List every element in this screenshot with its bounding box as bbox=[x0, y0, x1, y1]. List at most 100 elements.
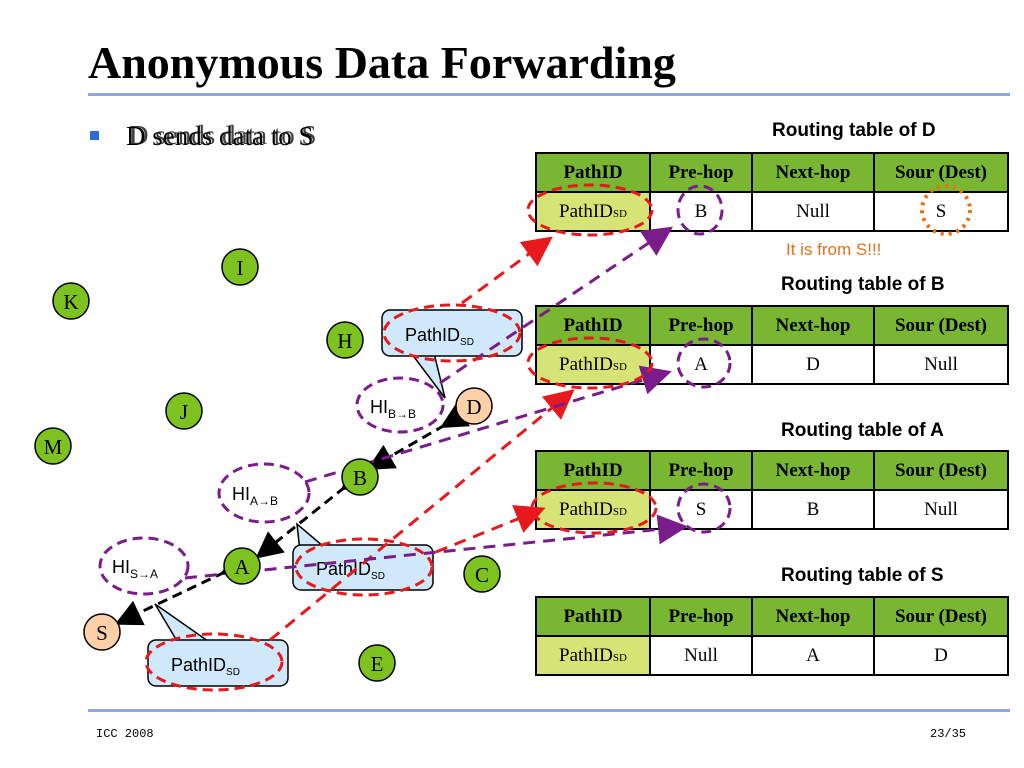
node-D: D bbox=[455, 387, 493, 425]
header-sour-dest: Sour (Dest) bbox=[873, 596, 1009, 637]
svg-text:M: M bbox=[44, 435, 63, 459]
cell-nexthop: Null bbox=[751, 191, 875, 232]
cell-prehop: Null bbox=[649, 635, 753, 676]
header-prehop: Pre-hop bbox=[649, 596, 753, 637]
svg-text:B: B bbox=[353, 466, 367, 490]
node-S: S bbox=[83, 613, 121, 651]
cell-sour-dest: D bbox=[873, 635, 1009, 676]
node-J: J bbox=[165, 392, 203, 430]
footer-conference: ICC 2008 bbox=[96, 727, 154, 741]
dotted-circle-sour bbox=[920, 184, 972, 236]
red-pathid-links bbox=[269, 236, 575, 642]
header-sour-dest: Sour (Dest) bbox=[873, 305, 1009, 346]
header-sour-dest: Sour (Dest) bbox=[873, 152, 1009, 193]
ellipse-hi-bd bbox=[355, 376, 445, 434]
table-row: PathIDSD S B Null bbox=[535, 489, 1009, 530]
hi-label-bd: HIB→B bbox=[370, 397, 416, 421]
cell-pathid: PathIDSD bbox=[535, 489, 651, 530]
path-segment-a-s bbox=[114, 550, 250, 626]
path-segment-b-a bbox=[255, 463, 370, 559]
callout-pathid-a: PathIDSD bbox=[292, 522, 434, 591]
routing-table-s-title: Routing table of S bbox=[781, 565, 944, 586]
header-sour-dest: Sour (Dest) bbox=[873, 450, 1009, 491]
node-B: B bbox=[341, 458, 379, 496]
cell-sour-dest: S bbox=[873, 191, 1009, 232]
ellipse-table-d-pathid bbox=[526, 183, 654, 237]
table-row: PathIDSD B Null S bbox=[535, 191, 1009, 232]
svg-text:I: I bbox=[237, 256, 244, 280]
red-link-s-to-table-b bbox=[269, 389, 575, 642]
callout-pathid-s: PathIDSD bbox=[147, 603, 289, 687]
svg-text:D: D bbox=[466, 395, 481, 419]
routing-table-a-title: Routing table of A bbox=[781, 420, 944, 441]
routing-table-b-title: Routing table of B bbox=[781, 274, 945, 295]
node-C: C bbox=[463, 555, 501, 593]
bullet-text: D sends data to S bbox=[126, 121, 314, 151]
cell-sour-dest: Null bbox=[873, 489, 1009, 530]
ellipse-table-a-prehop bbox=[676, 482, 732, 534]
node-A: A bbox=[223, 547, 261, 585]
footer-rule bbox=[88, 709, 1010, 712]
ellipse-table-a-pathid bbox=[530, 481, 658, 535]
highlight-ellipses bbox=[98, 183, 732, 692]
footer-page-number: 23/35 bbox=[930, 727, 967, 741]
ellipse-hi-sa bbox=[98, 536, 190, 596]
node-K: K bbox=[52, 282, 90, 320]
ellipse-callout-s bbox=[144, 632, 284, 692]
title-rule bbox=[88, 93, 1010, 96]
callout-pathid-d: PathIDSD bbox=[381, 309, 523, 399]
routing-table-d: PathID Pre-hop Next-hop Sour (Dest) Path… bbox=[535, 152, 1009, 232]
red-link-d-to-table-d bbox=[461, 236, 553, 305]
callout-pathid-s-label: PathIDSD bbox=[171, 655, 240, 678]
svg-text:H: H bbox=[337, 329, 352, 353]
ellipse-callout-a bbox=[294, 537, 434, 597]
slide-title: Anonymous Data Forwarding bbox=[88, 37, 676, 88]
svg-text:A: A bbox=[234, 555, 250, 579]
hi-label-sa: HIS→A bbox=[112, 557, 158, 581]
routing-table-d-title: Routing table of D bbox=[772, 120, 936, 141]
hi-label-ab: HIA→B bbox=[232, 484, 278, 508]
cell-pathid: PathIDSD bbox=[535, 191, 651, 232]
svg-text:C: C bbox=[475, 563, 489, 587]
bullet-text-shadow: D sends data to S bbox=[129, 120, 317, 150]
cell-pathid: PathIDSD bbox=[535, 344, 651, 385]
path-segment-d-b bbox=[366, 402, 470, 470]
purple-link-a-to-prehop bbox=[184, 514, 688, 580]
header-nexthop: Next-hop bbox=[751, 305, 875, 346]
node-E: E bbox=[358, 644, 396, 682]
ellipse-hi-ab bbox=[217, 462, 311, 524]
forward-path bbox=[114, 402, 470, 626]
ellipse-table-d-prehop bbox=[676, 184, 724, 236]
node-I: I bbox=[221, 248, 259, 286]
purple-prehop-links bbox=[184, 226, 688, 580]
ellipse-callout-d bbox=[382, 303, 522, 363]
svg-text:HIS→A: HIS→A bbox=[112, 557, 158, 581]
svg-text:S: S bbox=[96, 621, 108, 645]
table-header-row: PathID Pre-hop Next-hop Sour (Dest) bbox=[535, 596, 1009, 637]
table-header-row: PathID Pre-hop Next-hop Sour (Dest) bbox=[535, 305, 1009, 346]
routing-table-s: PathID Pre-hop Next-hop Sour (Dest) Path… bbox=[535, 596, 1009, 676]
ellipse-table-b-prehop bbox=[676, 337, 732, 389]
cell-nexthop: D bbox=[751, 344, 875, 385]
ellipse-table-b-pathid bbox=[526, 336, 654, 390]
cell-nexthop: B bbox=[751, 489, 875, 530]
header-prehop: Pre-hop bbox=[649, 152, 753, 193]
node-M: M bbox=[34, 427, 72, 465]
header-nexthop: Next-hop bbox=[751, 152, 875, 193]
note-from-s: It is from S!!! bbox=[786, 240, 882, 259]
table-row: PathIDSD Null A D bbox=[535, 635, 1009, 676]
svg-text:E: E bbox=[371, 652, 384, 676]
svg-text:J: J bbox=[180, 400, 188, 424]
header-pathid: PathID bbox=[535, 596, 651, 637]
header-nexthop: Next-hop bbox=[751, 450, 875, 491]
node-H: H bbox=[326, 321, 364, 359]
cell-prehop: B bbox=[649, 191, 753, 232]
bullet-square-icon bbox=[90, 131, 99, 140]
svg-text:HIA→B: HIA→B bbox=[232, 484, 278, 508]
header-nexthop: Next-hop bbox=[751, 596, 875, 637]
svg-text:HIB→B: HIB→B bbox=[370, 397, 416, 421]
callout-pathid-d-label: PathIDSD bbox=[405, 325, 474, 348]
cell-nexthop: A bbox=[751, 635, 875, 676]
cell-sour-dest: Null bbox=[873, 344, 1009, 385]
